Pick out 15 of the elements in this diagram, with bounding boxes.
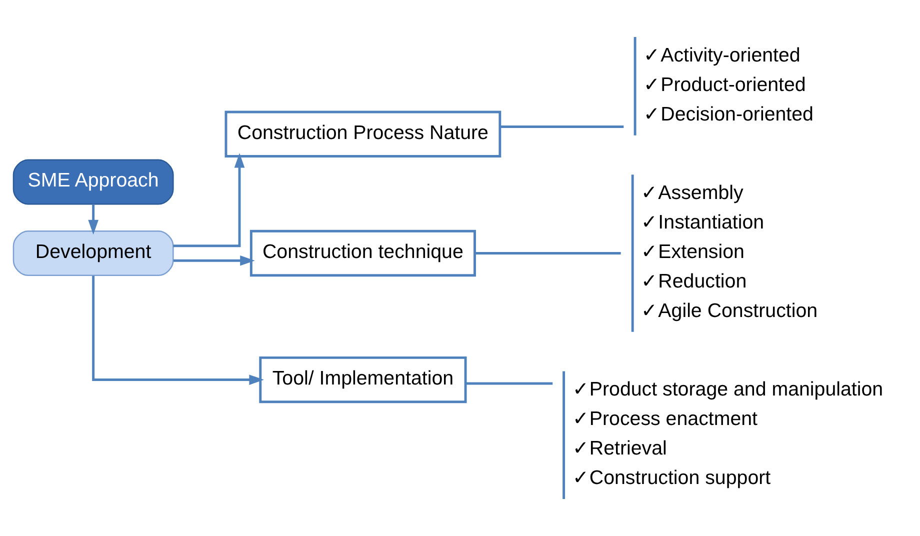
node-text: ✓Activity-oriented ✓Product-oriented ✓Decision-oriented	[644, 44, 814, 126]
arrow	[92, 276, 264, 385]
node-box: Tool/ Implementation	[259, 356, 467, 404]
node-text: ✓Assembly ✓Instantiation ✓Extension ✓Reduction ✓Agile Construction	[641, 182, 818, 322]
connector	[466, 382, 553, 385]
arrow	[88, 204, 98, 235]
node-text: ✓Product storage and manipulation ✓Process enactment ✓Retrieval ✓Construction support	[572, 378, 884, 489]
arrow	[173, 255, 255, 266]
node-box: Development	[12, 230, 174, 276]
arrow	[173, 153, 245, 248]
connector	[474, 252, 621, 254]
node-box: SME Approach	[12, 159, 174, 205]
node-box: Construction Process Nature	[224, 110, 502, 158]
node-box: Construction technique	[250, 230, 476, 277]
connector	[500, 126, 624, 128]
